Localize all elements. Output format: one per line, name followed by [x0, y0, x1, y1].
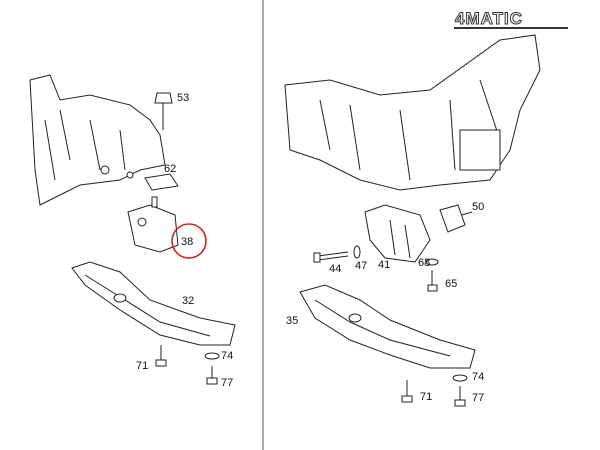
- bolt-71-left: [155, 345, 167, 367]
- label-68[interactable]: 68: [418, 257, 430, 269]
- crossmember-35: [299, 284, 476, 369]
- label-74-right[interactable]: 74: [472, 371, 484, 383]
- 4matic-logo: 4MATIC: [454, 9, 568, 29]
- label-77-right[interactable]: 77: [472, 392, 484, 404]
- label-44[interactable]: 44: [329, 263, 341, 275]
- mount-41: [364, 204, 431, 263]
- label-71[interactable]: 71: [136, 360, 148, 372]
- nut-53: [154, 92, 173, 130]
- label-62[interactable]: 62: [164, 163, 176, 175]
- bracket-50: [439, 204, 473, 233]
- label-74[interactable]: 74: [221, 350, 233, 362]
- bolt-44: [313, 251, 349, 263]
- label-32[interactable]: 32: [182, 295, 194, 307]
- washer-74-left: [204, 352, 220, 360]
- svg-text:4MATIC: 4MATIC: [455, 9, 523, 28]
- bolt-77-right: [454, 386, 466, 407]
- crossmember-32: [71, 261, 236, 346]
- bolt-65: [427, 270, 438, 292]
- label-35[interactable]: 35: [286, 315, 298, 327]
- bracket-62: [144, 173, 179, 191]
- washer-74-right: [452, 374, 468, 382]
- label-50[interactable]: 50: [472, 201, 484, 213]
- washer-68: [425, 258, 439, 266]
- mount-38: [127, 196, 179, 253]
- washer-47: [353, 245, 361, 259]
- bolt-77-left: [206, 366, 218, 385]
- label-77[interactable]: 77: [221, 377, 233, 389]
- bolt-71-right: [401, 380, 413, 403]
- highlight-circle: [171, 223, 207, 259]
- right-transmission: [284, 34, 541, 191]
- label-53[interactable]: 53: [177, 92, 189, 104]
- label-41[interactable]: 41: [378, 259, 390, 271]
- label-65[interactable]: 65: [445, 278, 457, 290]
- label-71-right[interactable]: 71: [420, 391, 432, 403]
- label-47[interactable]: 47: [355, 260, 367, 272]
- label-38[interactable]: 38: [181, 236, 193, 248]
- left-transmission: [29, 74, 166, 206]
